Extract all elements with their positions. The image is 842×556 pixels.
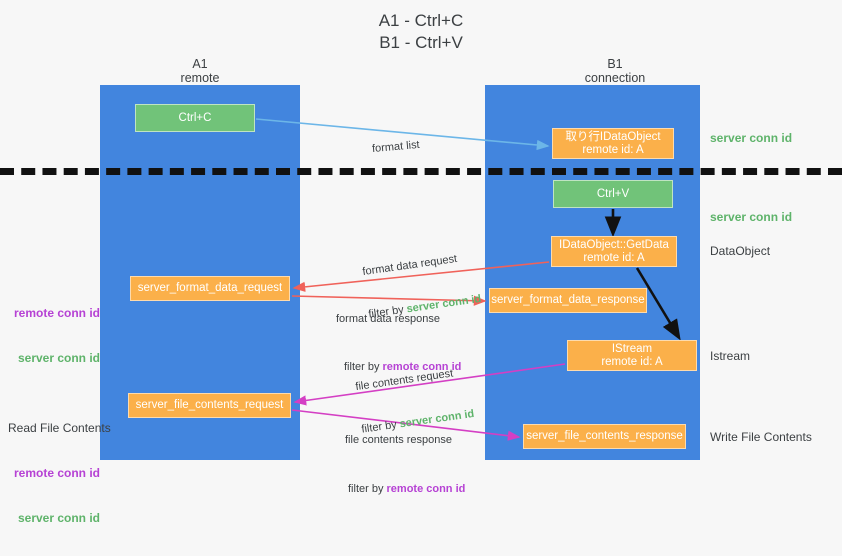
edge-label-file-contents-response: file contents response filter by remote … [345, 405, 465, 524]
edge-label-file-contents-response-text: file contents response [345, 434, 453, 446]
node-ctrl-c[interactable]: Ctrl+C [135, 104, 255, 132]
arrow-format-data-request [292, 261, 550, 292]
node-idataobject[interactable]: 取り行IDataObject remote id: A [552, 128, 674, 159]
filter-prefix: filter by [344, 361, 383, 373]
node-server-format-data-response[interactable]: server_format_data_response [489, 288, 647, 313]
node-ctrl-v[interactable]: Ctrl+V [553, 180, 673, 208]
node-server-file-contents-request-label: server_file_contents_request [135, 399, 284, 411]
label-server-conn-id-read: server conn id [17, 511, 100, 525]
label-istream: Istream [710, 349, 751, 363]
phase-divider [0, 168, 842, 175]
edge-label-file-contents-response-filter: filter by remote conn id [348, 482, 465, 496]
node-getdata-sublabel: remote id: A [583, 251, 645, 264]
column-header-a1: A1 remote [180, 57, 220, 85]
label-server-conn-id-mid: server conn id [710, 210, 793, 224]
edge-label-file-contents-request-text: file contents request [354, 367, 454, 394]
arrow-getdata-to-istream [635, 267, 681, 341]
edge-label-format-data-response-filter: filter by remote conn id [344, 360, 461, 374]
node-idataobject-getdata[interactable]: IDataObject::GetData remote id: A [551, 236, 677, 267]
label-remote-conn-id: remote conn id [13, 306, 100, 320]
node-server-format-data-response-label: server_format_data_response [491, 294, 645, 306]
filter-value: remote conn id [382, 361, 462, 373]
arrow-file-contents-request [293, 363, 566, 406]
node-getdata-label: IDataObject::GetData [559, 238, 669, 251]
edge-label-format-data-response: format data response filter by remote co… [336, 284, 461, 402]
page-title: A1 - Ctrl+C B1 - Ctrl+V [378, 11, 464, 52]
node-idataobject-sublabel: remote id: A [582, 143, 644, 156]
node-idataobject-label: 取り行IDataObject [565, 130, 661, 143]
label-dataobject: DataObject [710, 244, 771, 258]
label-write-file-contents: Write File Contents [710, 430, 812, 444]
edge-label-format-list-text: format list [371, 138, 421, 156]
arrow-file-contents-response [291, 409, 521, 441]
node-istream-label: IStream [611, 342, 653, 355]
node-server-file-contents-response-label: server_file_contents_response [526, 430, 683, 442]
label-remote-conn-id-read: remote conn id [13, 466, 100, 480]
arrows-layer [255, 118, 681, 441]
edge-label-format-data-response-text: format data response [336, 313, 440, 325]
node-server-file-contents-response[interactable]: server_file_contents_response [523, 424, 686, 449]
node-istream-sublabel: remote id: A [601, 355, 663, 368]
label-server-conn-id: server conn id [17, 351, 100, 365]
label-read-file-contents: Read File Contents [8, 421, 111, 435]
edge-label-format-list: format list [369, 110, 423, 184]
node-server-format-data-request[interactable]: server_format_data_request [130, 276, 290, 301]
node-istream[interactable]: IStream remote id: A [567, 340, 697, 371]
column-header-b1: B1 connection [584, 57, 646, 85]
node-ctrl-v-label: Ctrl+V [596, 187, 630, 200]
label-server-conn-id-top: server conn id [710, 131, 793, 145]
edge-label-format-data-request-text: format data request [361, 252, 458, 279]
label-conn-ids-format: remote conn id server conn id [8, 276, 100, 396]
node-ctrl-c-label: Ctrl+C [178, 111, 212, 124]
label-read-file-contents-block: Read File Contents remote conn id server… [8, 391, 111, 556]
node-server-file-contents-request[interactable]: server_file_contents_request [128, 393, 291, 418]
diagram-canvas: A1 - Ctrl+C B1 - Ctrl+V A1 remote B1 con… [0, 11, 842, 525]
arrow-format-data-response [291, 295, 487, 306]
arrow-format-list [255, 118, 550, 151]
node-server-format-data-request-label: server_format_data_request [137, 282, 283, 294]
